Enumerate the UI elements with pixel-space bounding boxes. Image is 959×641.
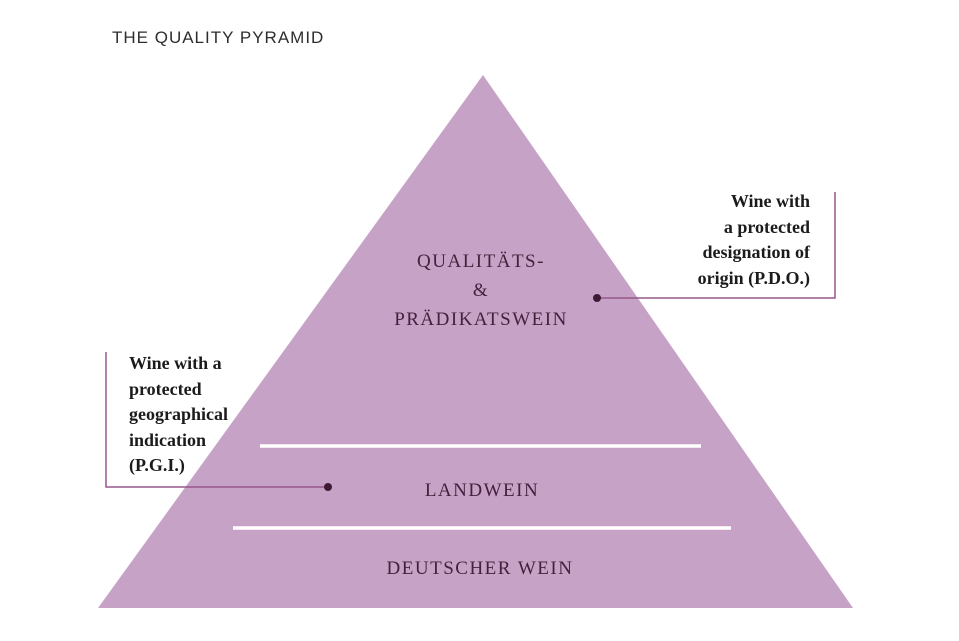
tier1-line-2: &: [472, 280, 490, 301]
annotation-pdo: Wine with a protected designation of ori…: [698, 189, 810, 291]
pgi-line-1: Wine with a: [129, 353, 222, 373]
pdo-line-4: origin (P.D.O.): [697, 267, 810, 288]
pgi-line-3: geographical: [129, 404, 228, 424]
pyramid-shape: [98, 75, 853, 608]
pgi-connector-dot: [324, 483, 332, 491]
pgi-connector-line: [105, 352, 328, 488]
tier-label-deutscher-wein: DEUTSCHER WEIN: [325, 554, 635, 583]
page-title: THE QUALITY PYRAMID: [112, 28, 325, 47]
pdo-connector-line: [596, 192, 836, 299]
tier-label-landwein: LANDWEIN: [332, 476, 632, 505]
tier-label-qualitaets-praedikatswein: QUALITÄTS- & PRÄDIKATSWEIN: [331, 247, 631, 334]
tier1-line-1: QUALITÄTS-: [417, 251, 545, 272]
tier2-line-1: LANDWEIN: [424, 480, 540, 501]
pgi-line-2: protected: [129, 378, 202, 399]
tier3-line-1: DEUTSCHER WEIN: [386, 558, 574, 579]
pgi-line-4: indication: [129, 429, 207, 450]
pdo-line-1: Wine with: [730, 191, 810, 211]
pdo-connector-dot: [593, 294, 601, 302]
pdo-line-2: a protected: [723, 216, 810, 237]
pgi-line-5: (P.G.I.): [129, 455, 185, 475]
tier1-line-3: PRÄDIKATSWEIN: [394, 309, 568, 330]
annotation-pgi: Wine with a protected geographical indic…: [129, 351, 228, 479]
pdo-line-3: designation of: [702, 242, 810, 262]
